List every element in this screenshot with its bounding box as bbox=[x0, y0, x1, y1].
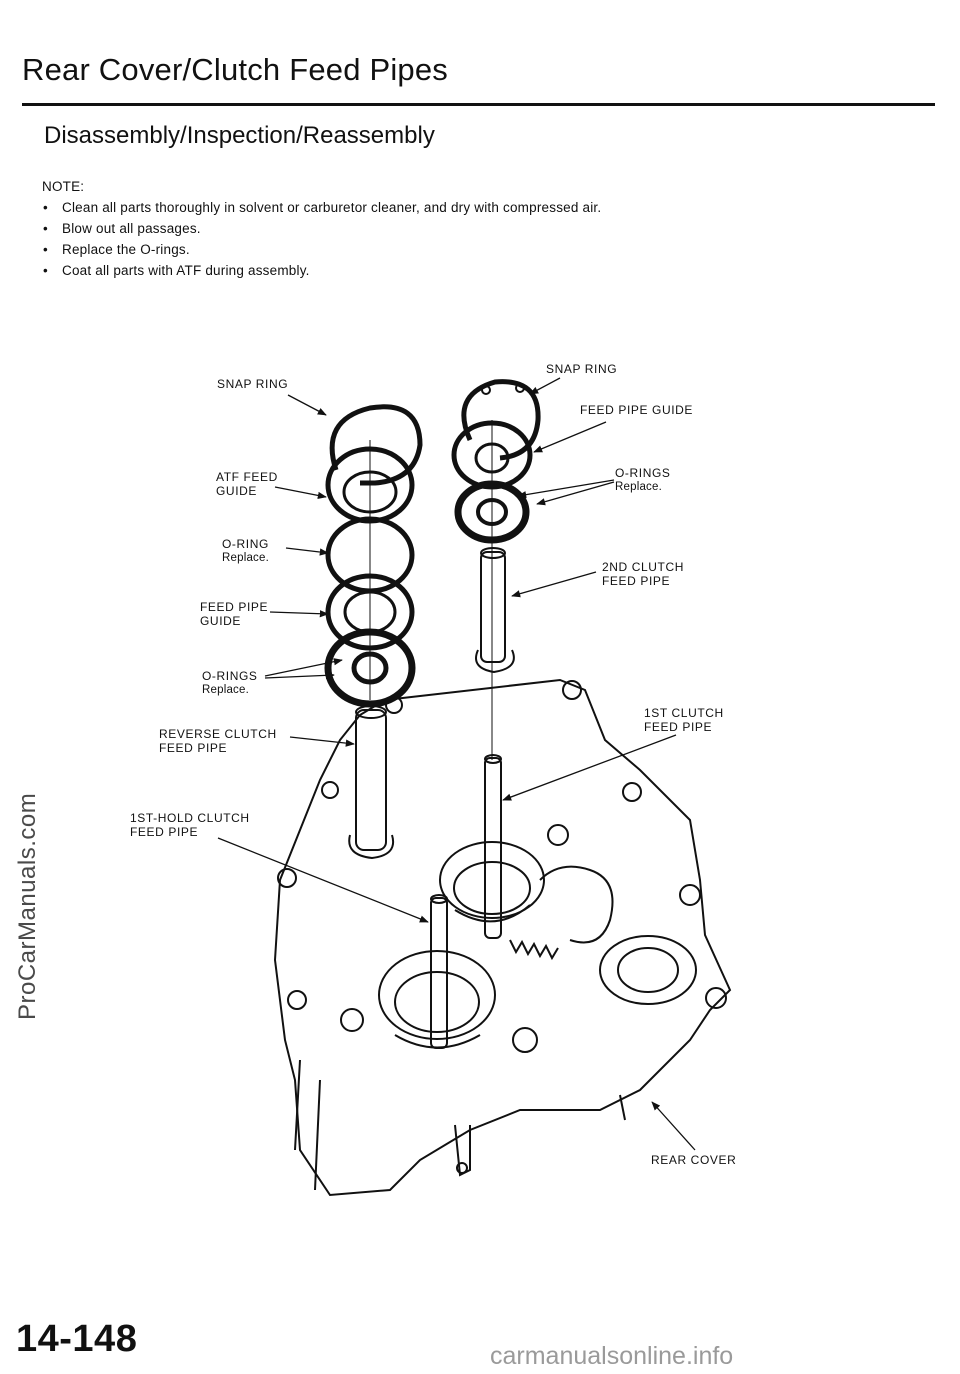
label-1st-clutch-line2: FEED PIPE bbox=[644, 720, 713, 734]
label-o-ring-left-name: O-RING bbox=[222, 537, 269, 551]
label-feed-pipe-guide-left-line2: GUIDE bbox=[200, 614, 242, 628]
label-o-rings-left-name: O-RINGS bbox=[202, 669, 258, 683]
label-o-rings-right-replace: Replace. bbox=[615, 481, 662, 493]
label-feed-pipe-guide-left: FEED PIPE GUIDE bbox=[200, 600, 268, 628]
label-feed-pipe-guide-right: FEED PIPE GUIDE bbox=[580, 403, 694, 417]
label-1st-hold-clutch-feed-pipe: 1ST-HOLD CLUTCH FEED PIPE bbox=[130, 811, 250, 839]
side-watermark: ProCarManuals.com bbox=[14, 792, 41, 1020]
label-o-rings-right-name: O-RINGS bbox=[615, 466, 671, 480]
label-1st-hold-line1: 1ST-HOLD CLUTCH bbox=[130, 811, 250, 825]
label-o-ring-left-replace: Replace. bbox=[222, 552, 269, 564]
label-2nd-clutch-line2: FEED PIPE bbox=[602, 574, 671, 588]
title-divider bbox=[22, 103, 935, 106]
note-item: Clean all parts thoroughly in solvent or… bbox=[42, 197, 601, 218]
label-1st-hold-line2: FEED PIPE bbox=[130, 825, 199, 839]
label-reverse-clutch-line1: REVERSE CLUTCH bbox=[159, 727, 277, 741]
rear-cover-housing bbox=[273, 678, 732, 1197]
label-2nd-clutch-line1: 2ND CLUTCH bbox=[602, 560, 685, 574]
label-2nd-clutch-feed-pipe: 2ND CLUTCH FEED PIPE bbox=[602, 560, 684, 588]
label-o-ring-left: O-RING Replace. bbox=[222, 537, 269, 565]
second-clutch-feed-pipe bbox=[475, 547, 515, 674]
page-number: 14-148 bbox=[16, 1318, 138, 1360]
notes-block: NOTE: Clean all parts thoroughly in solv… bbox=[42, 176, 601, 281]
label-atf-feed-guide: ATF FEED GUIDE bbox=[216, 470, 278, 498]
note-item: Coat all parts with ATF during assembly. bbox=[42, 260, 601, 281]
label-reverse-clutch-line2: FEED PIPE bbox=[159, 741, 228, 755]
label-reverse-clutch-feed-pipe: REVERSE CLUTCH FEED PIPE bbox=[159, 727, 277, 755]
label-o-rings-right: O-RINGS Replace. bbox=[615, 466, 671, 494]
section-subtitle: Disassembly/Inspection/Reassembly bbox=[44, 122, 435, 149]
notes-heading: NOTE: bbox=[42, 179, 85, 194]
label-rear-cover: REAR COVER bbox=[651, 1153, 737, 1167]
label-atf-feed-guide-line2: GUIDE bbox=[216, 484, 258, 498]
note-item: Replace the O-rings. bbox=[42, 239, 601, 260]
leader-lines bbox=[217, 377, 696, 1151]
label-feed-pipe-guide-left-line1: FEED PIPE bbox=[200, 600, 269, 614]
label-1st-clutch-line1: 1ST CLUTCH bbox=[644, 706, 724, 720]
page-title: Rear Cover/Clutch Feed Pipes bbox=[22, 52, 449, 87]
label-1st-clutch-feed-pipe: 1ST CLUTCH FEED PIPE bbox=[644, 706, 724, 734]
label-o-rings-left: O-RINGS Replace. bbox=[202, 669, 258, 697]
note-item: Blow out all passages. bbox=[42, 218, 601, 239]
reverse-clutch-feed-pipe bbox=[348, 705, 394, 860]
right-ring-stack bbox=[451, 379, 541, 544]
label-snap-ring-left: SNAP RING bbox=[217, 377, 289, 391]
label-atf-feed-guide-line1: ATF FEED bbox=[216, 470, 278, 484]
notes-list: Clean all parts thoroughly in solvent or… bbox=[42, 197, 601, 281]
first-clutch-feed-pipe bbox=[484, 754, 502, 939]
bottom-watermark: carmanualsonline.info bbox=[490, 1342, 734, 1370]
label-snap-ring-right: SNAP RING bbox=[546, 362, 618, 376]
first-hold-clutch-feed-pipe bbox=[430, 894, 448, 1049]
label-o-rings-left-replace: Replace. bbox=[202, 684, 249, 696]
